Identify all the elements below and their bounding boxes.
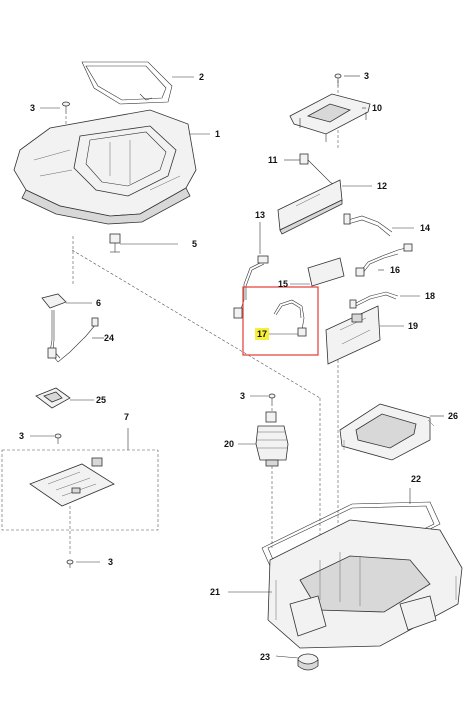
label-17: 17 xyxy=(257,329,267,339)
label-1: 1 xyxy=(215,129,220,139)
part-20-motor[interactable] xyxy=(255,411,289,467)
label-18: 18 xyxy=(425,291,435,301)
part-12-circuit-board[interactable] xyxy=(277,179,343,235)
label-25: 25 xyxy=(96,395,106,405)
label-10: 10 xyxy=(372,103,382,113)
part-15-board[interactable] xyxy=(307,257,345,287)
label-16: 16 xyxy=(390,265,400,275)
part-17-cable[interactable] xyxy=(273,299,307,337)
part-14-cable[interactable] xyxy=(343,213,393,237)
part-11-cable-clip[interactable] xyxy=(299,153,337,187)
label-15: 15 xyxy=(278,279,288,289)
label-3-mid-left: 3 xyxy=(19,431,24,441)
label-3-bottom-left: 3 xyxy=(108,557,113,567)
label-21: 21 xyxy=(210,587,220,597)
axis-diagonal xyxy=(71,249,321,399)
part-7-circuit-board[interactable] xyxy=(29,457,115,507)
part-17-label-highlight xyxy=(255,328,269,340)
part-26-frame[interactable] xyxy=(339,403,435,461)
label-24: 24 xyxy=(104,333,114,343)
label-22: 22 xyxy=(411,474,421,484)
label-26: 26 xyxy=(448,411,458,421)
label-2: 2 xyxy=(199,72,204,82)
part-18-cable[interactable] xyxy=(349,291,399,309)
label-12: 12 xyxy=(377,181,387,191)
part-17-highlight-box xyxy=(242,286,319,356)
label-3-top-right: 3 xyxy=(364,71,369,81)
part-25-holder[interactable] xyxy=(35,387,71,409)
part-3-screw-d[interactable] xyxy=(334,73,342,86)
label-6: 6 xyxy=(96,298,101,308)
part-23-cap[interactable] xyxy=(297,653,319,671)
part-24-cable[interactable] xyxy=(47,310,99,363)
label-13: 13 xyxy=(255,210,265,220)
label-11: 11 xyxy=(268,155,278,165)
part-3-screw-a[interactable] xyxy=(62,101,70,114)
part-19-circuit-board[interactable] xyxy=(325,305,381,365)
label-23: 23 xyxy=(260,652,270,662)
part-3-screw-c[interactable] xyxy=(66,559,74,568)
part-16-cable[interactable] xyxy=(355,243,413,277)
label-14: 14 xyxy=(420,223,430,233)
part-1-top-cover[interactable] xyxy=(13,109,197,225)
part-3-screw-b[interactable] xyxy=(54,433,62,444)
part-7-group-box xyxy=(1,449,159,531)
part-6-bracket[interactable] xyxy=(41,293,67,309)
part-3-screw-e[interactable] xyxy=(268,393,276,406)
label-19: 19 xyxy=(408,321,418,331)
label-20: 20 xyxy=(224,439,234,449)
part-10-bracket[interactable] xyxy=(289,93,371,142)
part-13-cable[interactable] xyxy=(233,255,269,319)
label-3-top-left: 3 xyxy=(30,103,35,113)
leader-23 xyxy=(275,655,299,659)
label-5: 5 xyxy=(192,239,197,249)
part-21-chassis[interactable] xyxy=(267,519,463,649)
label-7: 7 xyxy=(124,412,129,422)
label-3-middle: 3 xyxy=(240,391,245,401)
part-5-connector[interactable] xyxy=(109,233,121,253)
part-2-gasket[interactable] xyxy=(81,61,173,105)
